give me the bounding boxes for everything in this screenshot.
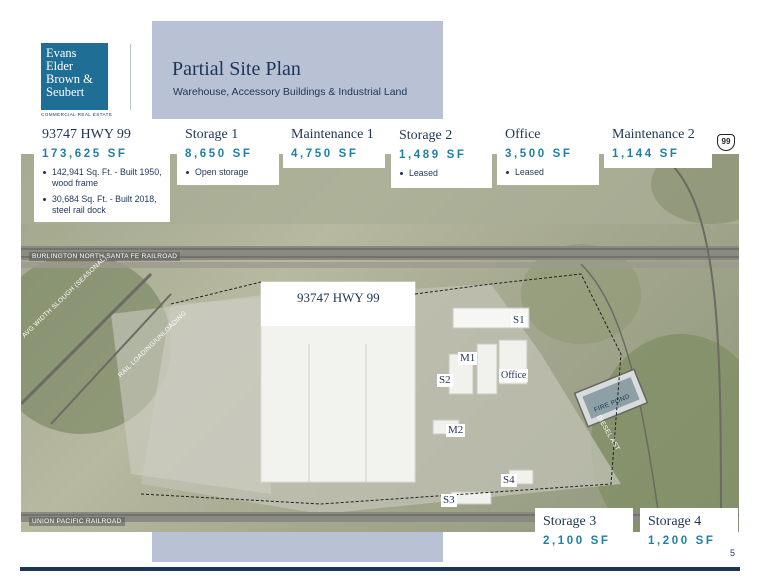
tag-s1: S1 xyxy=(511,314,527,327)
logo-divider xyxy=(130,44,131,110)
logo-line: Seubert xyxy=(46,85,85,99)
card-title: Maintenance 2 xyxy=(612,127,695,142)
logo-line: Evans xyxy=(46,46,77,60)
tag-s3: S3 xyxy=(441,494,457,507)
bullet-item: 142,941 Sq. Ft. - Built 1950, wood frame xyxy=(42,167,162,189)
card-title: Storage 4 xyxy=(648,514,702,529)
tag-m1: M1 xyxy=(458,352,478,365)
card-square-feet: 173,625 SF xyxy=(42,148,128,160)
logo-line: Brown & xyxy=(46,72,93,86)
logo-tagline: COMMERCIAL REAL ESTATE xyxy=(41,112,113,117)
card-storage-3: Storage 3 2,100 SF xyxy=(535,508,633,554)
page-title: Partial Site Plan xyxy=(172,58,301,80)
bottom-accent-panel xyxy=(152,532,443,562)
card-square-feet: 1,144 SF xyxy=(612,148,680,160)
card-main-property: 93747 HWY 99 173,625 SF 142,941 Sq. Ft. … xyxy=(34,121,170,222)
card-maintenance-2: Maintenance 2 1,144 SF xyxy=(604,121,712,168)
card-square-feet: 2,100 SF xyxy=(543,535,611,547)
page-subtitle: Warehouse, Accessory Buildings & Industr… xyxy=(173,86,408,98)
tag-office: Office xyxy=(499,369,529,382)
card-bullets: Leased xyxy=(505,167,591,178)
card-bullets: Open storage xyxy=(185,167,271,178)
highway-shield-icon: 99 xyxy=(717,134,735,151)
railroad-bottom-label: UNION PACIFIC RAILROAD xyxy=(29,517,125,526)
railroad-top-label: BURLINGTON NORTH SANTA FE RAILROAD xyxy=(29,252,181,261)
bullet-item: Leased xyxy=(399,168,484,179)
card-title: Storage 2 xyxy=(399,128,453,143)
bullet-item: 30,684 Sq. Ft. - Built 2018, steel rail … xyxy=(42,194,162,216)
main-building-label: 93747 HWY 99 xyxy=(297,290,380,305)
card-storage-4: Storage 4 1,200 SF xyxy=(640,508,738,554)
card-office: Office 3,500 SF Leased xyxy=(497,121,599,185)
card-bullets: 142,941 Sq. Ft. - Built 1950, wood frame… xyxy=(42,167,162,216)
logo-line: Elder xyxy=(46,59,74,73)
footer-bar xyxy=(20,567,740,571)
company-logo: Evans Elder Brown & Seubert xyxy=(41,43,108,110)
bullet-item: Open storage xyxy=(185,167,271,178)
page-number: 5 xyxy=(730,548,736,558)
card-title: Maintenance 1 xyxy=(291,127,374,142)
card-title: Storage 1 xyxy=(185,127,239,142)
card-square-feet: 1,200 SF xyxy=(648,535,716,547)
card-square-feet: 1,489 SF xyxy=(399,149,467,161)
tag-m2: M2 xyxy=(446,424,466,437)
card-square-feet: 4,750 SF xyxy=(291,148,359,160)
card-title: 93747 HWY 99 xyxy=(42,127,131,142)
card-bullets: Leased xyxy=(399,168,484,179)
card-title: Storage 3 xyxy=(543,514,597,529)
card-square-feet: 8,650 SF xyxy=(185,148,253,160)
tag-s2: S2 xyxy=(437,374,453,387)
card-maintenance-1: Maintenance 1 4,750 SF xyxy=(283,121,385,168)
card-square-feet: 3,500 SF xyxy=(505,148,573,160)
header-panel xyxy=(152,21,443,119)
tag-s4: S4 xyxy=(501,474,517,487)
card-storage-1: Storage 1 8,650 SF Open storage xyxy=(177,121,279,185)
card-storage-2: Storage 2 1,489 SF Leased xyxy=(391,122,492,188)
card-title: Office xyxy=(505,127,541,142)
bullet-item: Leased xyxy=(505,167,591,178)
